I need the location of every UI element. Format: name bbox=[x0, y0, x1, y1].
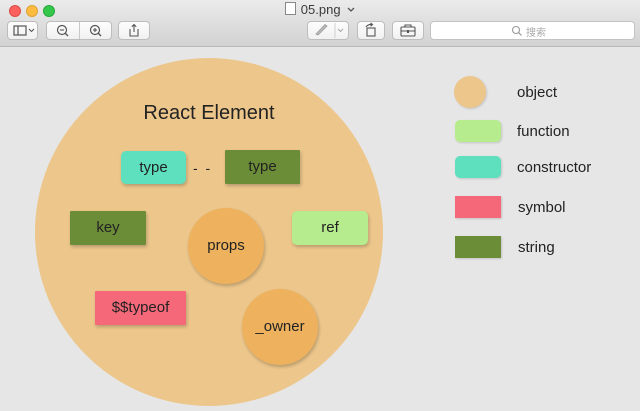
node-owner: _owner bbox=[242, 289, 318, 365]
zoom-in-icon[interactable] bbox=[80, 22, 112, 39]
sidebar-icon bbox=[13, 25, 35, 36]
diagram-heading: React Element bbox=[143, 102, 275, 124]
search-placeholder: 搜索 bbox=[526, 28, 546, 39]
legend-label-symbol: symbol bbox=[518, 199, 566, 216]
window-title-text: 05.png bbox=[300, 2, 341, 17]
node-props: props bbox=[188, 208, 264, 284]
toolbox-icon bbox=[400, 24, 416, 37]
markup-button[interactable] bbox=[307, 21, 349, 40]
sidebar-toggle-button[interactable] bbox=[7, 21, 38, 40]
rotate-icon bbox=[365, 22, 376, 37]
share-icon bbox=[129, 23, 139, 37]
type-connector: - - bbox=[193, 160, 213, 176]
node-ref: ref bbox=[292, 211, 368, 245]
node-type-constructor: type bbox=[121, 151, 186, 184]
window-title[interactable]: 05.png bbox=[0, 2, 640, 17]
legend-label-object: object bbox=[517, 84, 558, 101]
node-type-string: type bbox=[225, 150, 300, 184]
title-bar: 05.png bbox=[0, 0, 640, 47]
legend-label-constructor: constructor bbox=[517, 159, 592, 176]
legend-swatch-string bbox=[455, 236, 501, 258]
search-icon bbox=[511, 25, 522, 36]
zoom-out-icon[interactable] bbox=[47, 22, 79, 39]
chevron-down-icon bbox=[347, 7, 355, 12]
legend-swatch-constructor bbox=[455, 156, 501, 178]
image-canvas: React Element type - - type key props re… bbox=[0, 47, 640, 411]
toolbox-button[interactable] bbox=[392, 21, 424, 40]
share-button[interactable] bbox=[118, 21, 150, 40]
minimize-window-button[interactable] bbox=[26, 5, 38, 17]
node-key: key bbox=[70, 211, 146, 245]
zoom-controls bbox=[46, 21, 112, 40]
node-typeof: $$typeof bbox=[95, 291, 186, 325]
document-icon bbox=[284, 2, 296, 15]
rotate-button[interactable] bbox=[357, 21, 385, 40]
search-field[interactable]: 搜索 bbox=[430, 21, 635, 40]
legend-swatch-function bbox=[455, 120, 501, 142]
legend-label-function: function bbox=[517, 123, 570, 140]
legend-swatch-object bbox=[454, 76, 486, 108]
pen-icon bbox=[315, 23, 344, 38]
legend-label-string: string bbox=[518, 239, 555, 256]
close-window-button[interactable] bbox=[9, 5, 21, 17]
zoom-window-button[interactable] bbox=[43, 5, 55, 17]
legend-swatch-symbol bbox=[455, 196, 501, 218]
